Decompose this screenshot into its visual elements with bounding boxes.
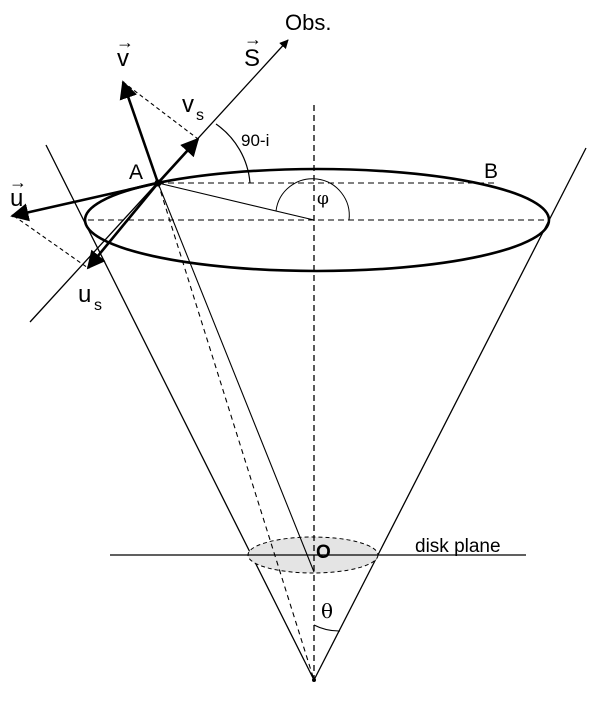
top-ring-ellipse <box>83 167 551 273</box>
line-A-to-center <box>157 182 315 221</box>
cone-right-edge <box>313 147 587 681</box>
phi-angle-arc <box>275 178 350 221</box>
u-vector-arrow: → <box>9 172 27 192</box>
cone-left-edge <box>45 144 315 681</box>
line-A-to-disk <box>157 182 315 573</box>
us-label-main: u <box>78 281 91 308</box>
origin-label: O <box>316 542 331 563</box>
theta-angle-arc <box>313 624 341 632</box>
point-A-marker <box>154 179 162 187</box>
theta-label: θ <box>321 599 333 623</box>
us-component <box>86 182 160 270</box>
u-vector <box>10 181 159 222</box>
u-vector-label: u <box>10 185 23 212</box>
u-projection-dashed <box>13 215 89 269</box>
vs-component <box>157 137 200 184</box>
v-vector <box>119 80 160 184</box>
line-A-to-apex-dashed <box>157 182 315 681</box>
apex-marker <box>312 678 316 682</box>
point-A-label: A <box>129 161 143 184</box>
vs-label-sub: s <box>196 107 204 124</box>
s-vector-arrow: → <box>244 29 262 49</box>
obs-label: Obs. <box>285 10 331 35</box>
angle-90i-arc <box>215 123 251 184</box>
v-vector-arrow: → <box>116 32 134 52</box>
point-B-label: B <box>484 160 498 183</box>
disk-plane-label: disk plane <box>415 536 501 557</box>
v-vector-label: v <box>117 45 129 72</box>
s-vector-label: S <box>244 45 260 72</box>
angle-90i-label: 90-i <box>241 131 269 150</box>
phi-label: φ <box>317 189 329 209</box>
us-label-sub: s <box>94 297 102 314</box>
v-projection-dashed <box>122 81 199 140</box>
vs-label-main: v <box>182 91 194 118</box>
